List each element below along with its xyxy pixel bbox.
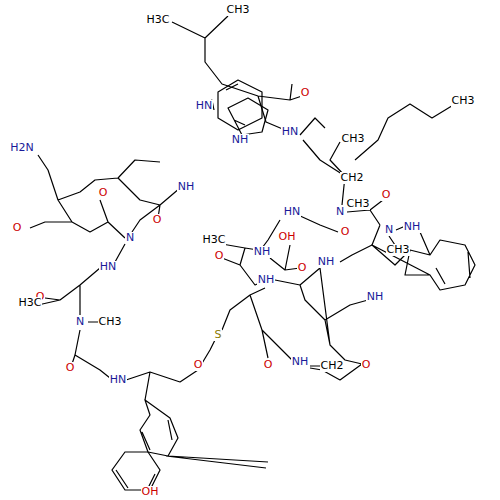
atom-label: O xyxy=(65,362,76,374)
atom-label: NH xyxy=(291,356,310,368)
atom-label: CH2 xyxy=(340,172,365,184)
atom-label: S xyxy=(214,329,223,341)
atom-label: CH3 xyxy=(98,316,123,328)
atom-label: O xyxy=(152,214,163,226)
atom-label: O xyxy=(263,359,274,371)
atom-label: CH3 xyxy=(451,95,476,107)
atom-label: O xyxy=(12,222,23,234)
atom-label: NH xyxy=(253,246,272,258)
atom-label: CH3 xyxy=(341,133,366,145)
atom-label: OH xyxy=(141,486,160,498)
atom-label: CH2 xyxy=(320,360,345,372)
atom-label: O xyxy=(214,250,225,262)
atom-label: N xyxy=(335,206,345,218)
atom-label: OH xyxy=(278,231,297,243)
atom-label: O xyxy=(98,187,109,199)
atom-label: NH xyxy=(177,181,196,193)
atom-label: O xyxy=(297,262,308,274)
atom-label: NH xyxy=(231,134,250,146)
atom-label: H3C xyxy=(146,14,171,26)
atom-label: HN xyxy=(283,206,302,218)
atom-label: O xyxy=(193,359,204,371)
atom-label: HN xyxy=(99,261,118,273)
atom-label: HN xyxy=(109,374,128,386)
atom-label: N xyxy=(384,224,394,236)
atom-label: O xyxy=(340,226,351,238)
atom-label: O xyxy=(381,189,392,201)
atom-label: H2N xyxy=(9,142,35,154)
atom-label: O xyxy=(361,359,372,371)
atom-label: NH xyxy=(317,256,336,268)
atom-label: NH xyxy=(366,291,385,303)
atom-label: CH3 xyxy=(386,244,411,256)
atom-label: N xyxy=(125,232,135,244)
atom-label: H3C xyxy=(18,297,43,309)
atom-label: NH xyxy=(403,221,422,233)
atom-label: H3C xyxy=(202,234,227,246)
atom-label: NH xyxy=(257,274,276,286)
atom-label: HN xyxy=(195,100,214,112)
atom-label: HN xyxy=(281,126,300,138)
atom-label: N xyxy=(75,316,85,328)
atom-label: O xyxy=(300,87,311,99)
atom-label: CH3 xyxy=(346,198,371,210)
atom-label: CH3 xyxy=(226,4,251,16)
